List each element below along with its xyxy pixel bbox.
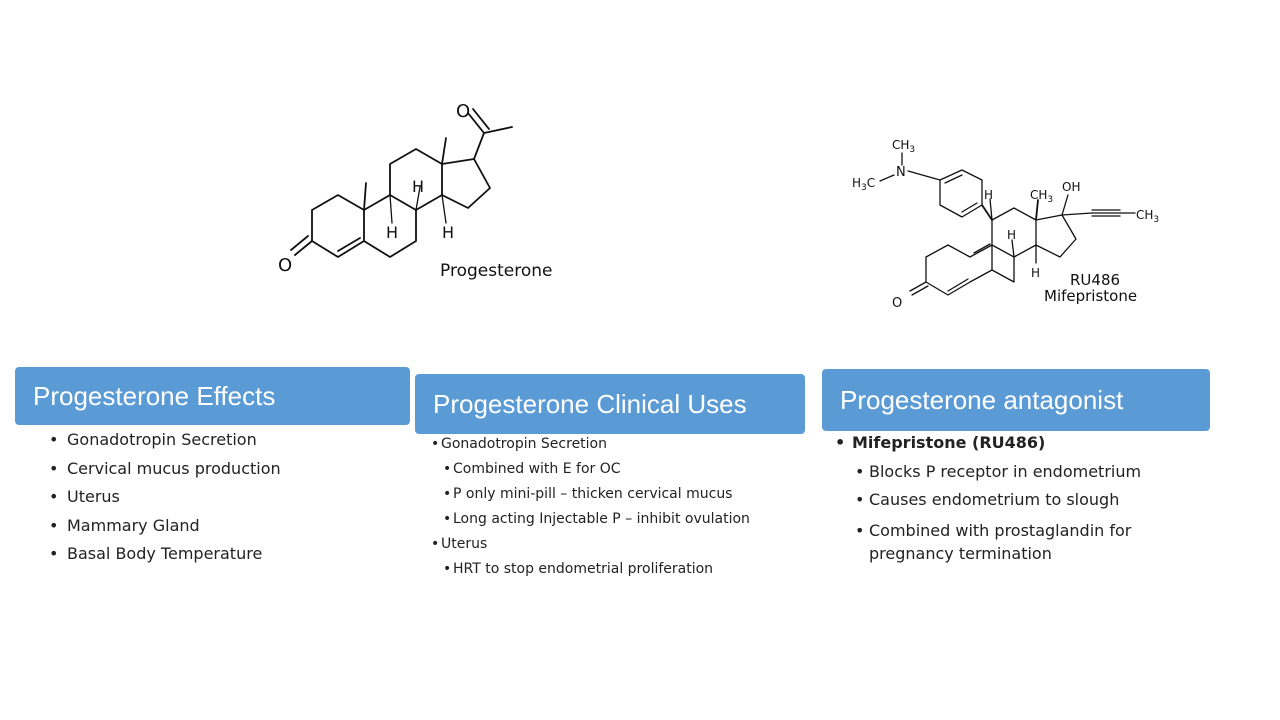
antagonist-panel: Mifepristone (RU486) Blocks P receptor i… [0, 433, 1200, 573]
clinical-uses-title: Progesterone Clinical Uses [415, 374, 805, 434]
progesterone-c8-hydrogen: H [412, 177, 424, 196]
list-item: Combined with prostaglandin for pregnanc… [0, 519, 1200, 565]
progesterone-caption: Progesterone [440, 261, 553, 281]
mifepristone-c14-hydrogen: H [1031, 266, 1040, 280]
antagonist-title: Progesterone antagonist [822, 369, 1210, 431]
list-item: Blocks P receptor in endometrium [0, 462, 1200, 482]
list-item: Mifepristone (RU486) [0, 433, 1200, 453]
list-item: Causes endometrium to slough [0, 490, 1200, 510]
progesterone-c9-hydrogen: H [386, 223, 398, 242]
mifepristone-caption-name: Mifepristone [1044, 287, 1138, 305]
mifepristone-c3-oxygen: O [892, 296, 902, 311]
mifepristone-left-methyl: H3C [852, 176, 875, 193]
progesterone-c3-oxygen: O [278, 255, 292, 276]
progesterone-structure: O O H H H [270, 95, 530, 280]
mifepristone-alkyne-methyl: CH3 [1136, 208, 1159, 225]
mifepristone-caption-code: RU486 [1070, 271, 1121, 289]
mifepristone-c13-methyl: CH3 [1030, 188, 1053, 205]
progesterone-effects-title: Progesterone Effects [15, 367, 410, 425]
mifepristone-hydroxyl: OH [1062, 180, 1080, 194]
mifepristone-structure-drawing: CH3 N H3C H CH3 OH CH3 H H O [852, 138, 1159, 311]
mifepristone-nitrogen: N [896, 165, 906, 180]
mifepristone-caption: RU486 Mifepristone [1044, 271, 1137, 304]
mifepristone-structure: CH3 N H3C H CH3 OH CH3 H H O [850, 135, 1170, 315]
mifepristone-c8-hydrogen: H [1007, 228, 1016, 242]
progesterone-c14-hydrogen: H [442, 223, 454, 242]
mifepristone-top-methyl: CH3 [892, 138, 915, 155]
progesterone-c20-oxygen: O [456, 101, 470, 122]
progesterone-structure-drawing: O O H H H [278, 101, 513, 276]
list-item: HRT to stop endometrial proliferation [0, 560, 820, 578]
mifepristone-c11-hydrogen: H [984, 188, 993, 202]
antagonist-list: Mifepristone (RU486) Blocks P receptor i… [0, 433, 1200, 565]
